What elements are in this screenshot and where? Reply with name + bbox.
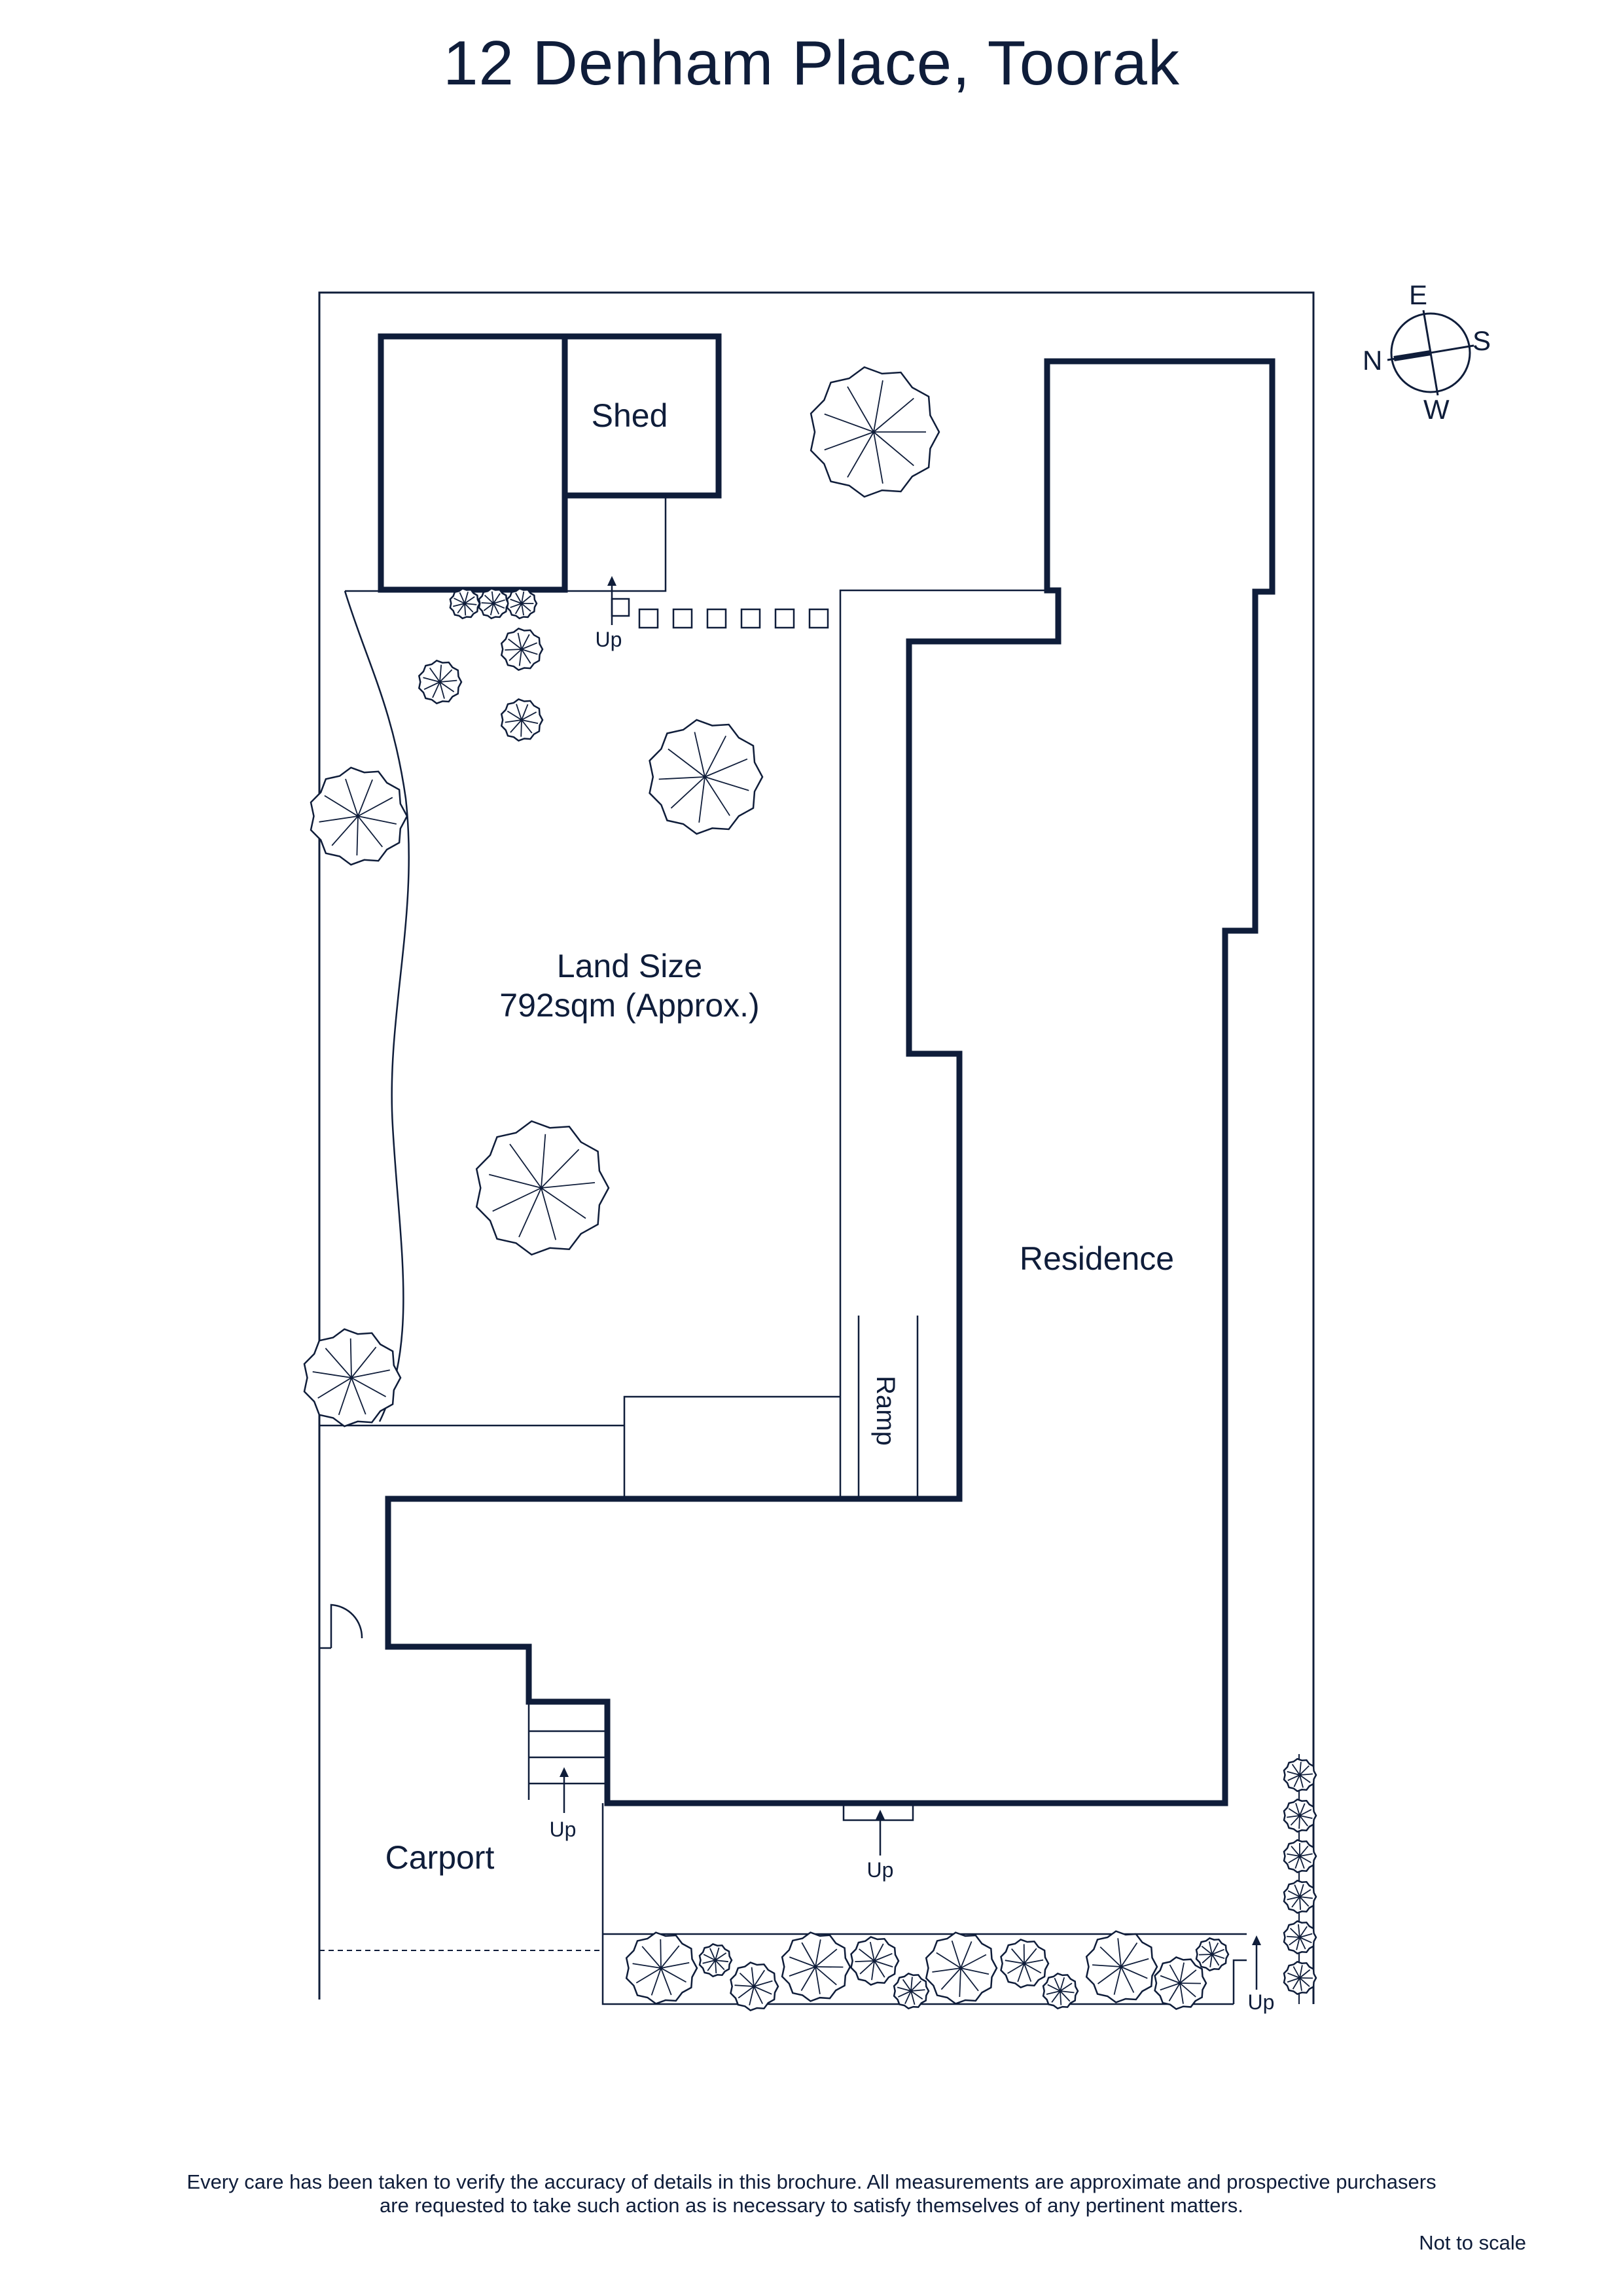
side-path [839, 589, 1047, 1499]
compass-ring-icon [1390, 312, 1471, 393]
front-step [842, 1802, 914, 1821]
compass-w: W [1423, 394, 1450, 425]
tree-icon [1283, 1960, 1317, 1996]
land-size-value: 792sqm (Approx.) [499, 987, 759, 1024]
disclaimer-line-2: are requested to take such action as is … [380, 2194, 1243, 2217]
outbuilding [378, 333, 568, 593]
carport-label: Carport [385, 1839, 495, 1876]
residence-outline [385, 358, 1275, 1806]
tree-icon [698, 1943, 733, 1978]
tree-icon [418, 659, 463, 705]
residence-label: Residence [1020, 1240, 1174, 1277]
up-label-rear: Up [596, 628, 622, 651]
tree-icon [730, 1961, 779, 2012]
tree-icon [478, 587, 510, 620]
front-gate [1232, 1959, 1247, 2004]
tree-icon [1195, 1937, 1230, 1972]
scale-note: Not to scale [1419, 2231, 1526, 2254]
stepping-stones [611, 598, 829, 629]
tree-icon [1283, 1798, 1317, 1833]
shed-label: Shed [592, 397, 668, 434]
tree-icon [1042, 1972, 1079, 2010]
tree-icon [1283, 1839, 1317, 1874]
front-yard-boundary [601, 1803, 1234, 2005]
shed [562, 333, 722, 499]
shed-path [563, 495, 667, 592]
tree-icon [850, 1935, 900, 1986]
tree-icon [500, 698, 544, 742]
tree-icon [1283, 1757, 1317, 1793]
tree-icon [303, 1328, 402, 1427]
tree-icon [310, 766, 408, 866]
ramp-label: Ramp [871, 1376, 900, 1446]
tree-icon [1154, 1956, 1207, 2011]
compass-e: E [1409, 279, 1427, 310]
tree-icon [449, 587, 481, 620]
tree-icon [1283, 1879, 1317, 1914]
up-label-side: Up [1248, 1990, 1275, 2014]
up-label-front: Up [867, 1858, 894, 1882]
compass [1387, 310, 1474, 396]
tree-icon [506, 587, 538, 620]
compass-n: N [1363, 345, 1382, 376]
tree-icon [781, 1931, 851, 2002]
tree-icon [625, 1931, 698, 2005]
tree-icon [1283, 1920, 1317, 1955]
tree-icon [893, 1972, 930, 2010]
tree-icon [475, 1120, 610, 1256]
property-boundary [318, 291, 1315, 2004]
up-label-carport: Up [550, 1818, 577, 1841]
tree-icon [1000, 1938, 1050, 1989]
disclaimer: Every care has been taken to verify the … [0, 2170, 1623, 2217]
terrace [623, 1395, 840, 1499]
tree-icon [649, 719, 764, 835]
tree-icon [1085, 1930, 1158, 2003]
garden-edge [344, 590, 410, 1422]
tree-icon [925, 1931, 998, 2005]
page-title: 12 Denham Place, Toorak [443, 28, 1180, 98]
trees [303, 366, 1317, 2012]
land-size-title: Land Size [557, 948, 702, 984]
disclaimer-line-1: Every care has been taken to verify the … [187, 2170, 1436, 2193]
entry-steps [527, 1702, 607, 1800]
tree-icon [500, 627, 544, 672]
ramp [857, 1316, 919, 1499]
side-gate [330, 1604, 363, 1648]
compass-s: S [1472, 325, 1491, 356]
tree-icon [810, 366, 940, 498]
